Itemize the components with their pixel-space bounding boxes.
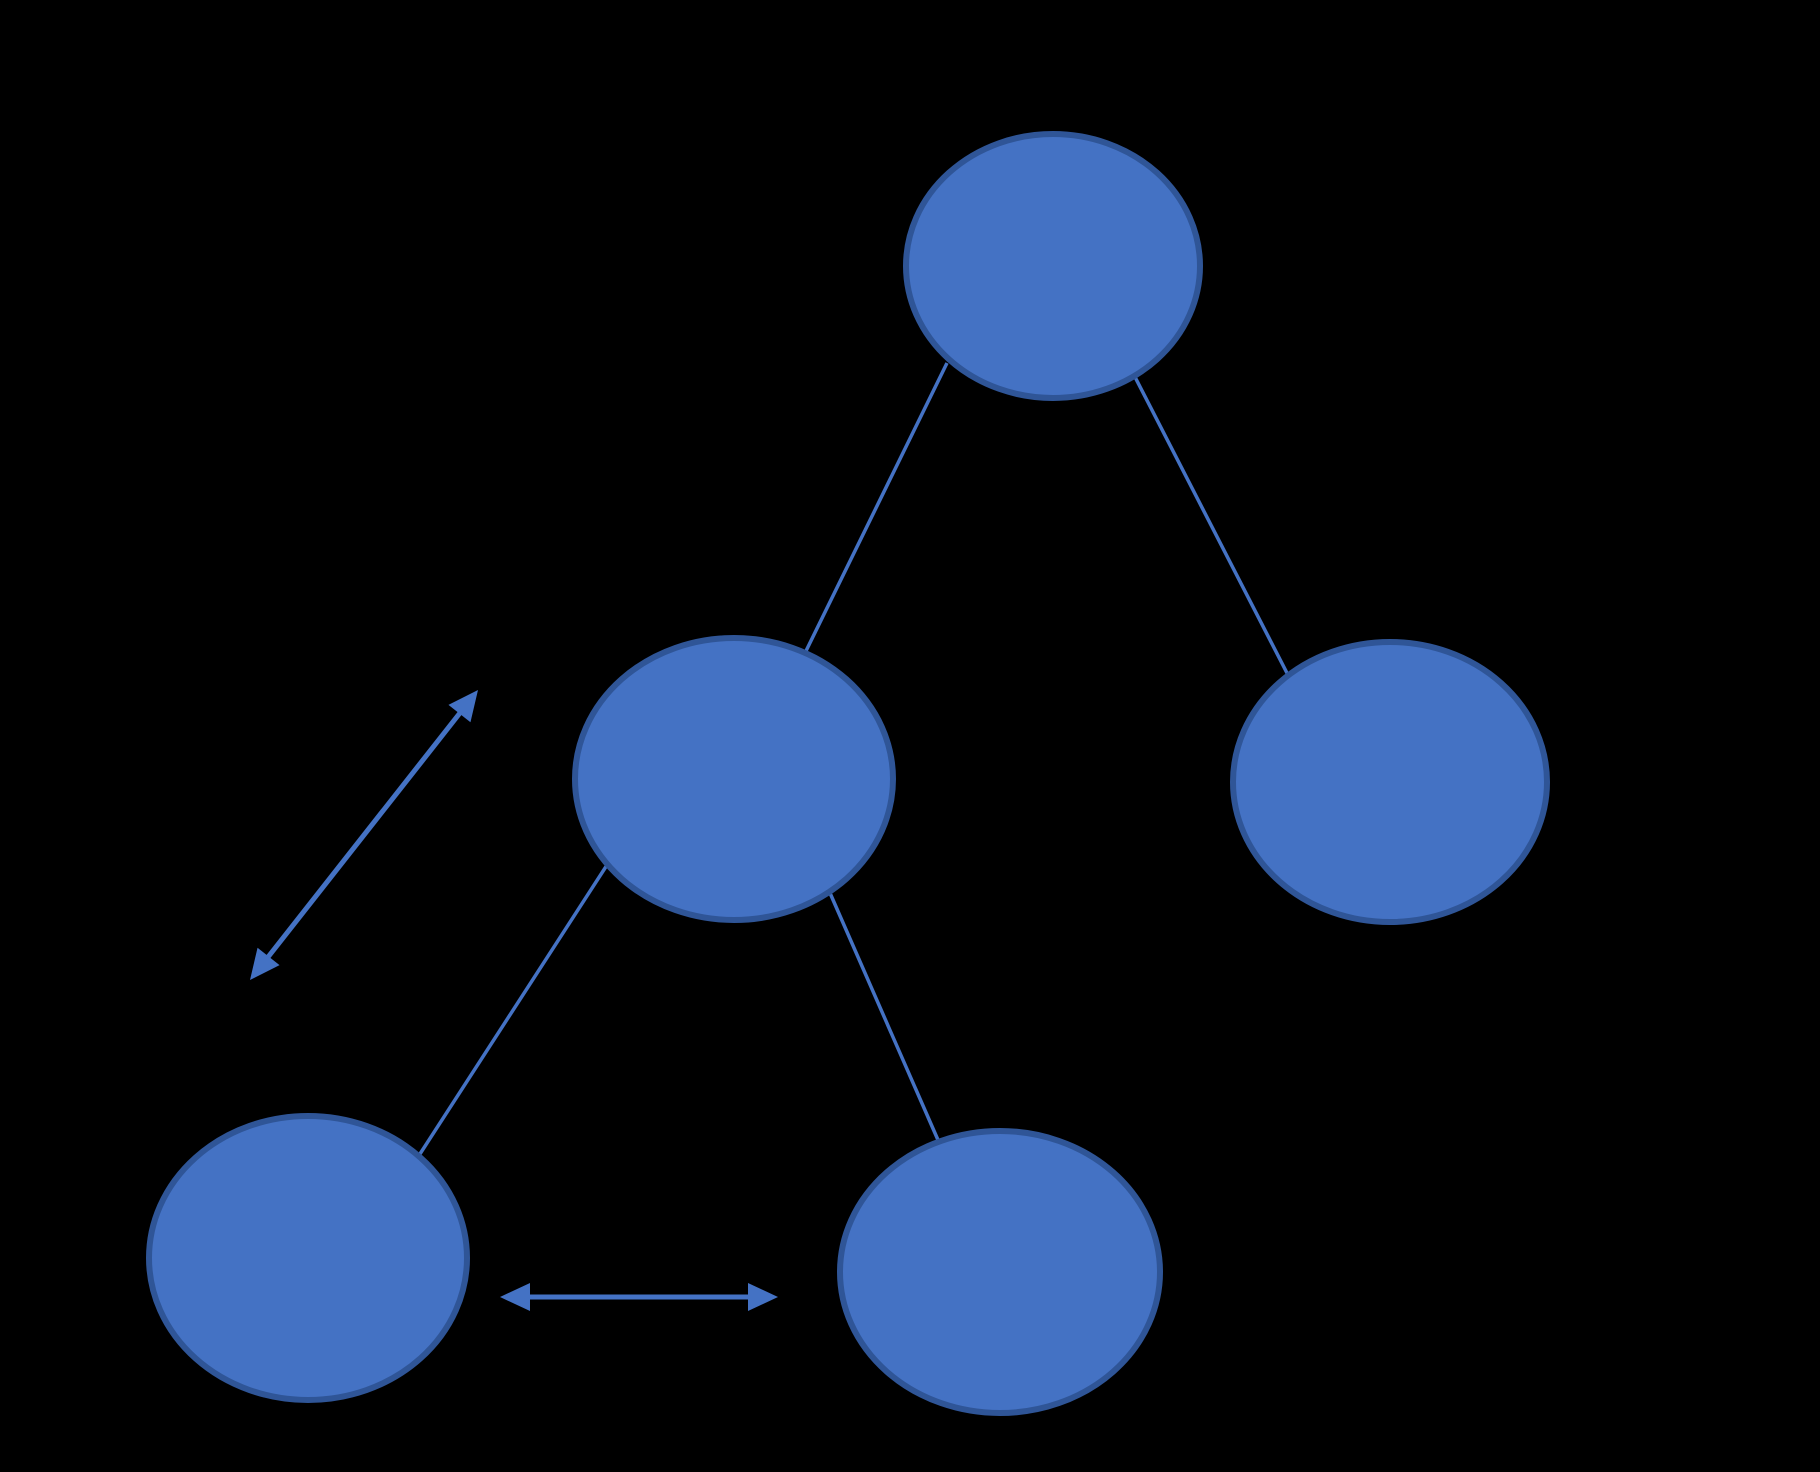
tree-node-mid-left[interactable] [572,635,896,923]
diagonal-double-arrow-head-start[interactable] [250,947,280,980]
horizontal-double-arrow-head-start[interactable] [500,1283,530,1311]
tree-node-mid-right[interactable] [1230,639,1550,925]
connector-root-to-mid-right[interactable] [1133,376,1290,676]
connector-mid-left-to-bottom-left[interactable] [416,864,609,1158]
diagonal-double-arrow-shaft[interactable] [262,707,466,963]
tree-node-bottom-left[interactable] [146,1113,470,1403]
connector-mid-left-to-bottom-middle[interactable] [828,892,940,1141]
connector-root-to-mid-left[interactable] [803,362,949,654]
diagonal-double-arrow-head-end[interactable] [448,690,478,723]
tree-node-root[interactable] [903,131,1203,401]
tree-node-bottom-middle[interactable] [837,1128,1163,1416]
horizontal-double-arrow-head-end[interactable] [748,1283,778,1311]
